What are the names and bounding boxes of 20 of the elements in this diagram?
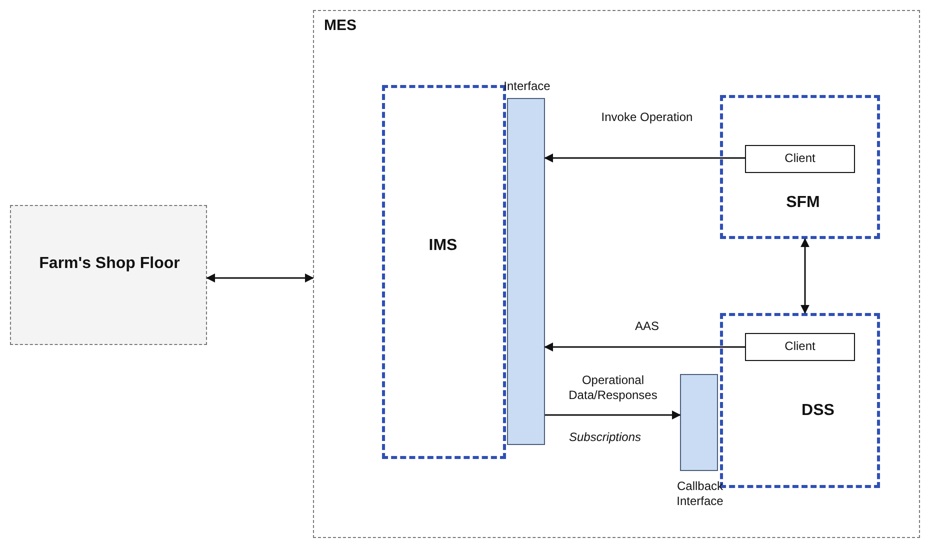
module-title: IMS — [428, 236, 458, 256]
interface-label: Callback Interface — [676, 479, 724, 509]
module-title: SFM — [785, 193, 821, 213]
arrow — [544, 342, 745, 352]
arrow — [544, 154, 745, 162]
arrow — [206, 274, 314, 282]
box-title: Farm's Shop Floor — [38, 254, 181, 274]
client-box — [745, 333, 855, 361]
shop-floor-box — [10, 205, 207, 345]
interface-label: Interface — [502, 79, 552, 94]
arrow — [800, 238, 810, 314]
module-box — [382, 85, 506, 459]
client-label: Client — [784, 339, 816, 354]
module-title: DSS — [800, 401, 836, 421]
client-label: Client — [784, 151, 816, 166]
arrow — [545, 410, 681, 420]
boundary-title: MES — [324, 17, 358, 36]
system-boundary — [313, 10, 920, 538]
client-box — [745, 145, 855, 173]
module-box — [720, 95, 880, 239]
